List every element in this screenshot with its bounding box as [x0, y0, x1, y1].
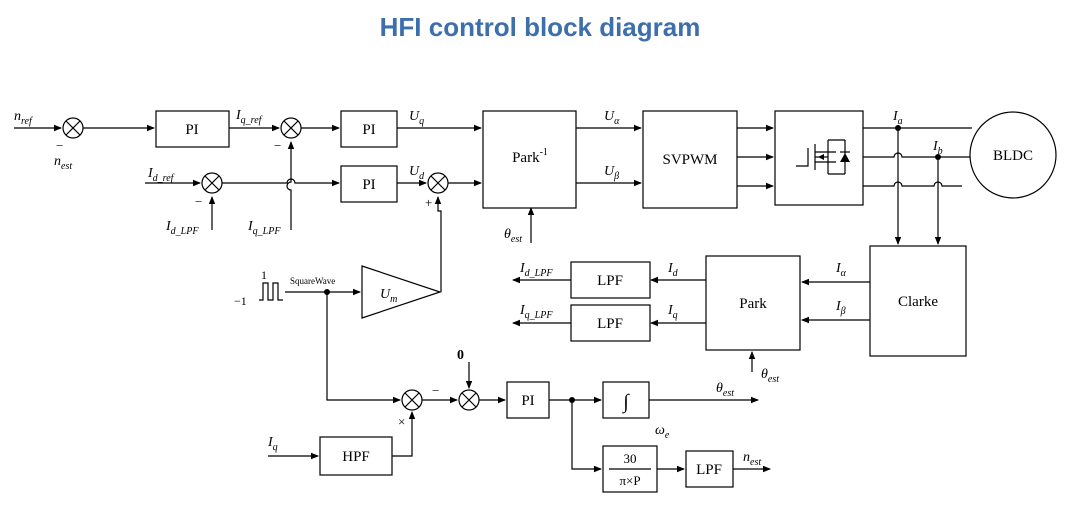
label-ubeta: Uβ	[604, 164, 619, 182]
sign-minus-id: −	[195, 194, 202, 209]
sum-junction-ud	[427, 172, 449, 194]
label-id: Id	[667, 261, 679, 279]
sum-junction-id	[201, 172, 223, 194]
park-inv-sup: -1	[540, 147, 548, 158]
sign-plus-ud: +	[425, 195, 432, 210]
block-park-label: Park	[739, 296, 767, 312]
signal-labels: nref nest Iq_ref Id_ref Id_LPF Iq_LPF Uq…	[14, 108, 943, 468]
block-hpf-label: HPF	[342, 449, 370, 465]
block-bldc-label: BLDC	[993, 148, 1033, 164]
block-lpf-q: LPF	[570, 304, 651, 342]
square-wave-label: SquareWave	[290, 276, 335, 286]
block-pi-speed-label: PI	[185, 122, 198, 138]
svg-text:Park-1: Park-1	[512, 147, 548, 166]
square-wave-low: −1	[234, 294, 247, 308]
block-integrator: ∫	[602, 381, 650, 419]
label-ia: Ia	[892, 109, 903, 127]
junction-signs: − − − + − ×	[56, 138, 439, 429]
block-lpf-n: LPF	[685, 450, 734, 488]
multiplier-junction	[401, 389, 423, 411]
um-sub: m	[390, 294, 397, 305]
um-label: U	[380, 287, 391, 302]
label-n-ref: nref	[14, 109, 33, 127]
block-lpf-d-label: LPF	[597, 273, 623, 289]
block-speed-gain: 30 π×P	[602, 445, 658, 493]
label-theta-out: θest	[716, 381, 734, 399]
svg-text:Um: Um	[380, 287, 397, 305]
label-iq: Iq	[667, 303, 678, 321]
label-ialpha: Iα	[835, 261, 847, 279]
sign-minus-pll: −	[432, 383, 439, 398]
block-svpwm: SVPWM	[642, 110, 738, 209]
block-pi-q: PI	[340, 110, 398, 148]
label-iq-hpf-in: Iq	[267, 435, 278, 453]
block-pi-d: PI	[340, 165, 398, 203]
label-theta-est-parkinv: θest	[504, 227, 522, 245]
sum-junction-pll	[458, 389, 480, 411]
label-omega-e: ωe	[655, 423, 670, 441]
block-lpf-d: LPF	[570, 261, 651, 299]
block-svpwm-label: SVPWM	[662, 152, 717, 168]
label-uq: Uq	[409, 109, 424, 127]
block-pi-pll: PI	[506, 381, 550, 419]
label-id-lpf: Id_LPF	[165, 219, 199, 237]
label-iq-ref: Iq_ref	[235, 108, 263, 126]
diagram-title: HFI control block diagram	[379, 12, 701, 42]
block-bldc-motor: BLDC	[969, 111, 1057, 199]
sum-junction-iq	[280, 117, 302, 139]
label-n-est: nest	[54, 154, 72, 172]
integrator-symbol: ∫	[621, 391, 630, 414]
label-n-est-out: nest	[743, 450, 761, 468]
sign-minus-iq: −	[274, 138, 281, 153]
label-iq-lpf-out: Iq_LPF	[519, 303, 553, 321]
label-ualpha: Uα	[604, 109, 620, 127]
block-hpf: HPF	[319, 436, 393, 476]
block-pi-pll-label: PI	[521, 393, 534, 409]
wires	[14, 124, 972, 473]
block-park-inverse: Park-1	[482, 110, 577, 209]
block-um-gain: Um	[361, 265, 442, 319]
label-iq-lpf: Iq_LPF	[247, 219, 281, 237]
label-id-ref: Id_ref	[147, 166, 175, 184]
block-pi-d-label: PI	[362, 177, 375, 193]
sign-minus-speed: −	[56, 138, 63, 153]
block-pi-q-label: PI	[362, 122, 375, 138]
block-clarke: Clarke	[869, 245, 967, 357]
block-lpf-n-label: LPF	[696, 462, 722, 478]
block-inverter	[774, 110, 864, 206]
label-ib: Ib	[932, 139, 943, 157]
zero-input-label: 0	[457, 348, 464, 363]
label-theta-park: θest	[761, 367, 779, 385]
block-lpf-q-label: LPF	[597, 316, 623, 332]
label-id-lpf-out: Id_LPF	[519, 261, 553, 279]
block-pi-speed: PI	[155, 110, 230, 148]
label-ibeta: Iβ	[835, 299, 846, 317]
block-clarke-label: Clarke	[898, 294, 938, 310]
label-ud: Ud	[409, 164, 425, 182]
block-park: Park	[705, 255, 801, 351]
square-wave-high: 1	[261, 268, 267, 282]
gain-numerator: 30	[624, 451, 637, 466]
sum-junction-speed	[62, 117, 84, 139]
mosfet-icon	[796, 139, 850, 175]
square-wave-icon: 1 −1 SquareWave	[234, 268, 335, 308]
gain-denominator: π×P	[619, 473, 640, 488]
sign-times-mult: ×	[398, 414, 405, 429]
park-inv-label: Park	[512, 150, 540, 166]
